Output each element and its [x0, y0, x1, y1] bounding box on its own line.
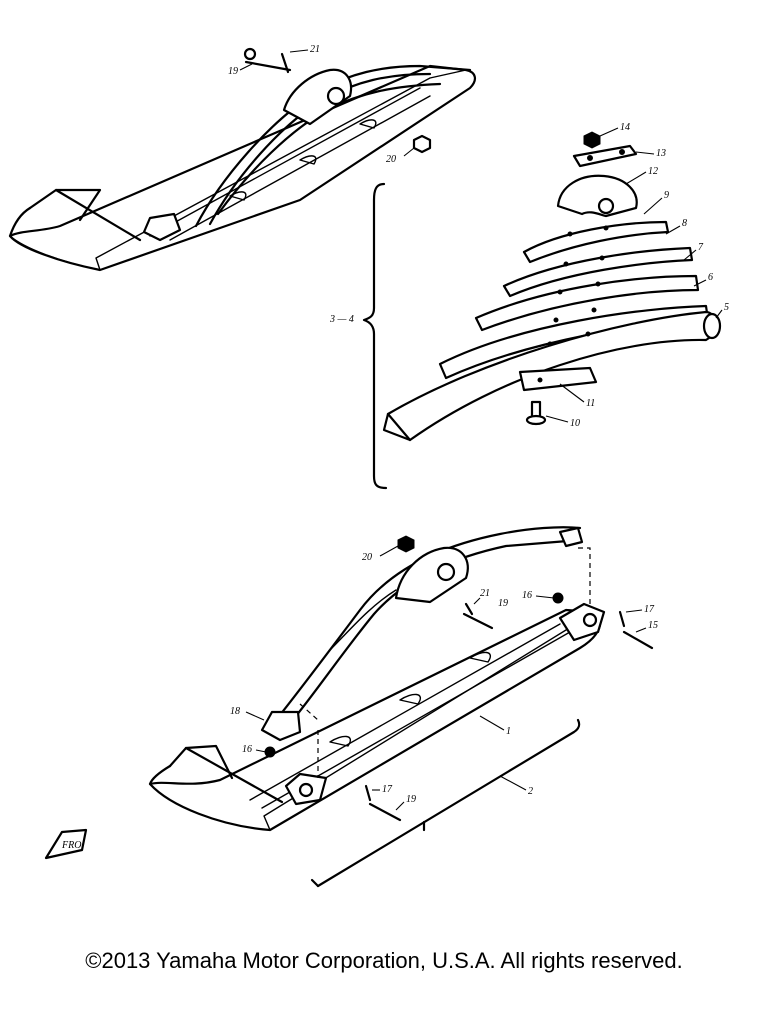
callout-8: 8	[682, 218, 687, 229]
spring-leaf-9	[522, 220, 670, 264]
ski-assembly-exploded-diagram: FRO 21 19 20 14 13 12 9 8 7 6 5 11 10 3 …	[8, 44, 729, 888]
spring-leaf-7	[474, 274, 700, 332]
callout-5: 5	[724, 302, 729, 313]
callout-17-front: 17	[644, 604, 655, 615]
spring-clamp	[556, 174, 638, 218]
callout-21-bottom: 21	[480, 588, 490, 599]
callout-11: 11	[586, 398, 595, 409]
callout-7: 7	[698, 242, 704, 253]
callout-2: 2	[528, 786, 533, 797]
callout-19-top: 19	[228, 66, 238, 77]
callout-6: 6	[708, 272, 713, 283]
front-marker-label: FRO	[61, 840, 81, 851]
bracket-3-4	[362, 182, 388, 490]
callout-9: 9	[664, 190, 669, 201]
callout-20-bottom: 20	[362, 552, 372, 563]
bottom-saddle	[394, 546, 469, 604]
copyright-notice: ©2013 Yamaha Motor Corporation, U.S.A. A…	[85, 948, 683, 973]
callout-21-top: 21	[310, 44, 320, 55]
assembled-ski-top	[8, 47, 476, 272]
callout-17-rear: 17	[382, 784, 393, 795]
bottom-ski-body	[148, 608, 602, 832]
leaf-spring-exploded	[382, 131, 722, 442]
callout-14: 14	[620, 122, 630, 133]
callout-13: 13	[656, 148, 666, 159]
callout-15: 15	[648, 620, 658, 631]
top-saddle	[282, 68, 353, 126]
callout-19-rear: 19	[406, 794, 416, 805]
callout-12: 12	[648, 166, 658, 177]
callout-10: 10	[570, 418, 580, 429]
callout-3-4: 3 — 4	[329, 314, 354, 325]
top-rear-block	[142, 212, 182, 242]
callout-19-middle: 19	[498, 598, 508, 609]
front-arrow-marker	[44, 828, 88, 860]
callout-labels: 21 19 20 14 13 12 9 8 7 6 5 11 10 3 — 4 …	[228, 44, 729, 811]
callout-16-front: 16	[522, 590, 532, 601]
ski-exploded-bottom: FRO	[44, 526, 654, 888]
callout-18: 18	[230, 706, 240, 717]
ski-rod	[316, 718, 581, 888]
callout-16-rear: 16	[242, 744, 252, 755]
callout-20-top: 20	[386, 154, 396, 165]
callout-1: 1	[506, 726, 511, 737]
